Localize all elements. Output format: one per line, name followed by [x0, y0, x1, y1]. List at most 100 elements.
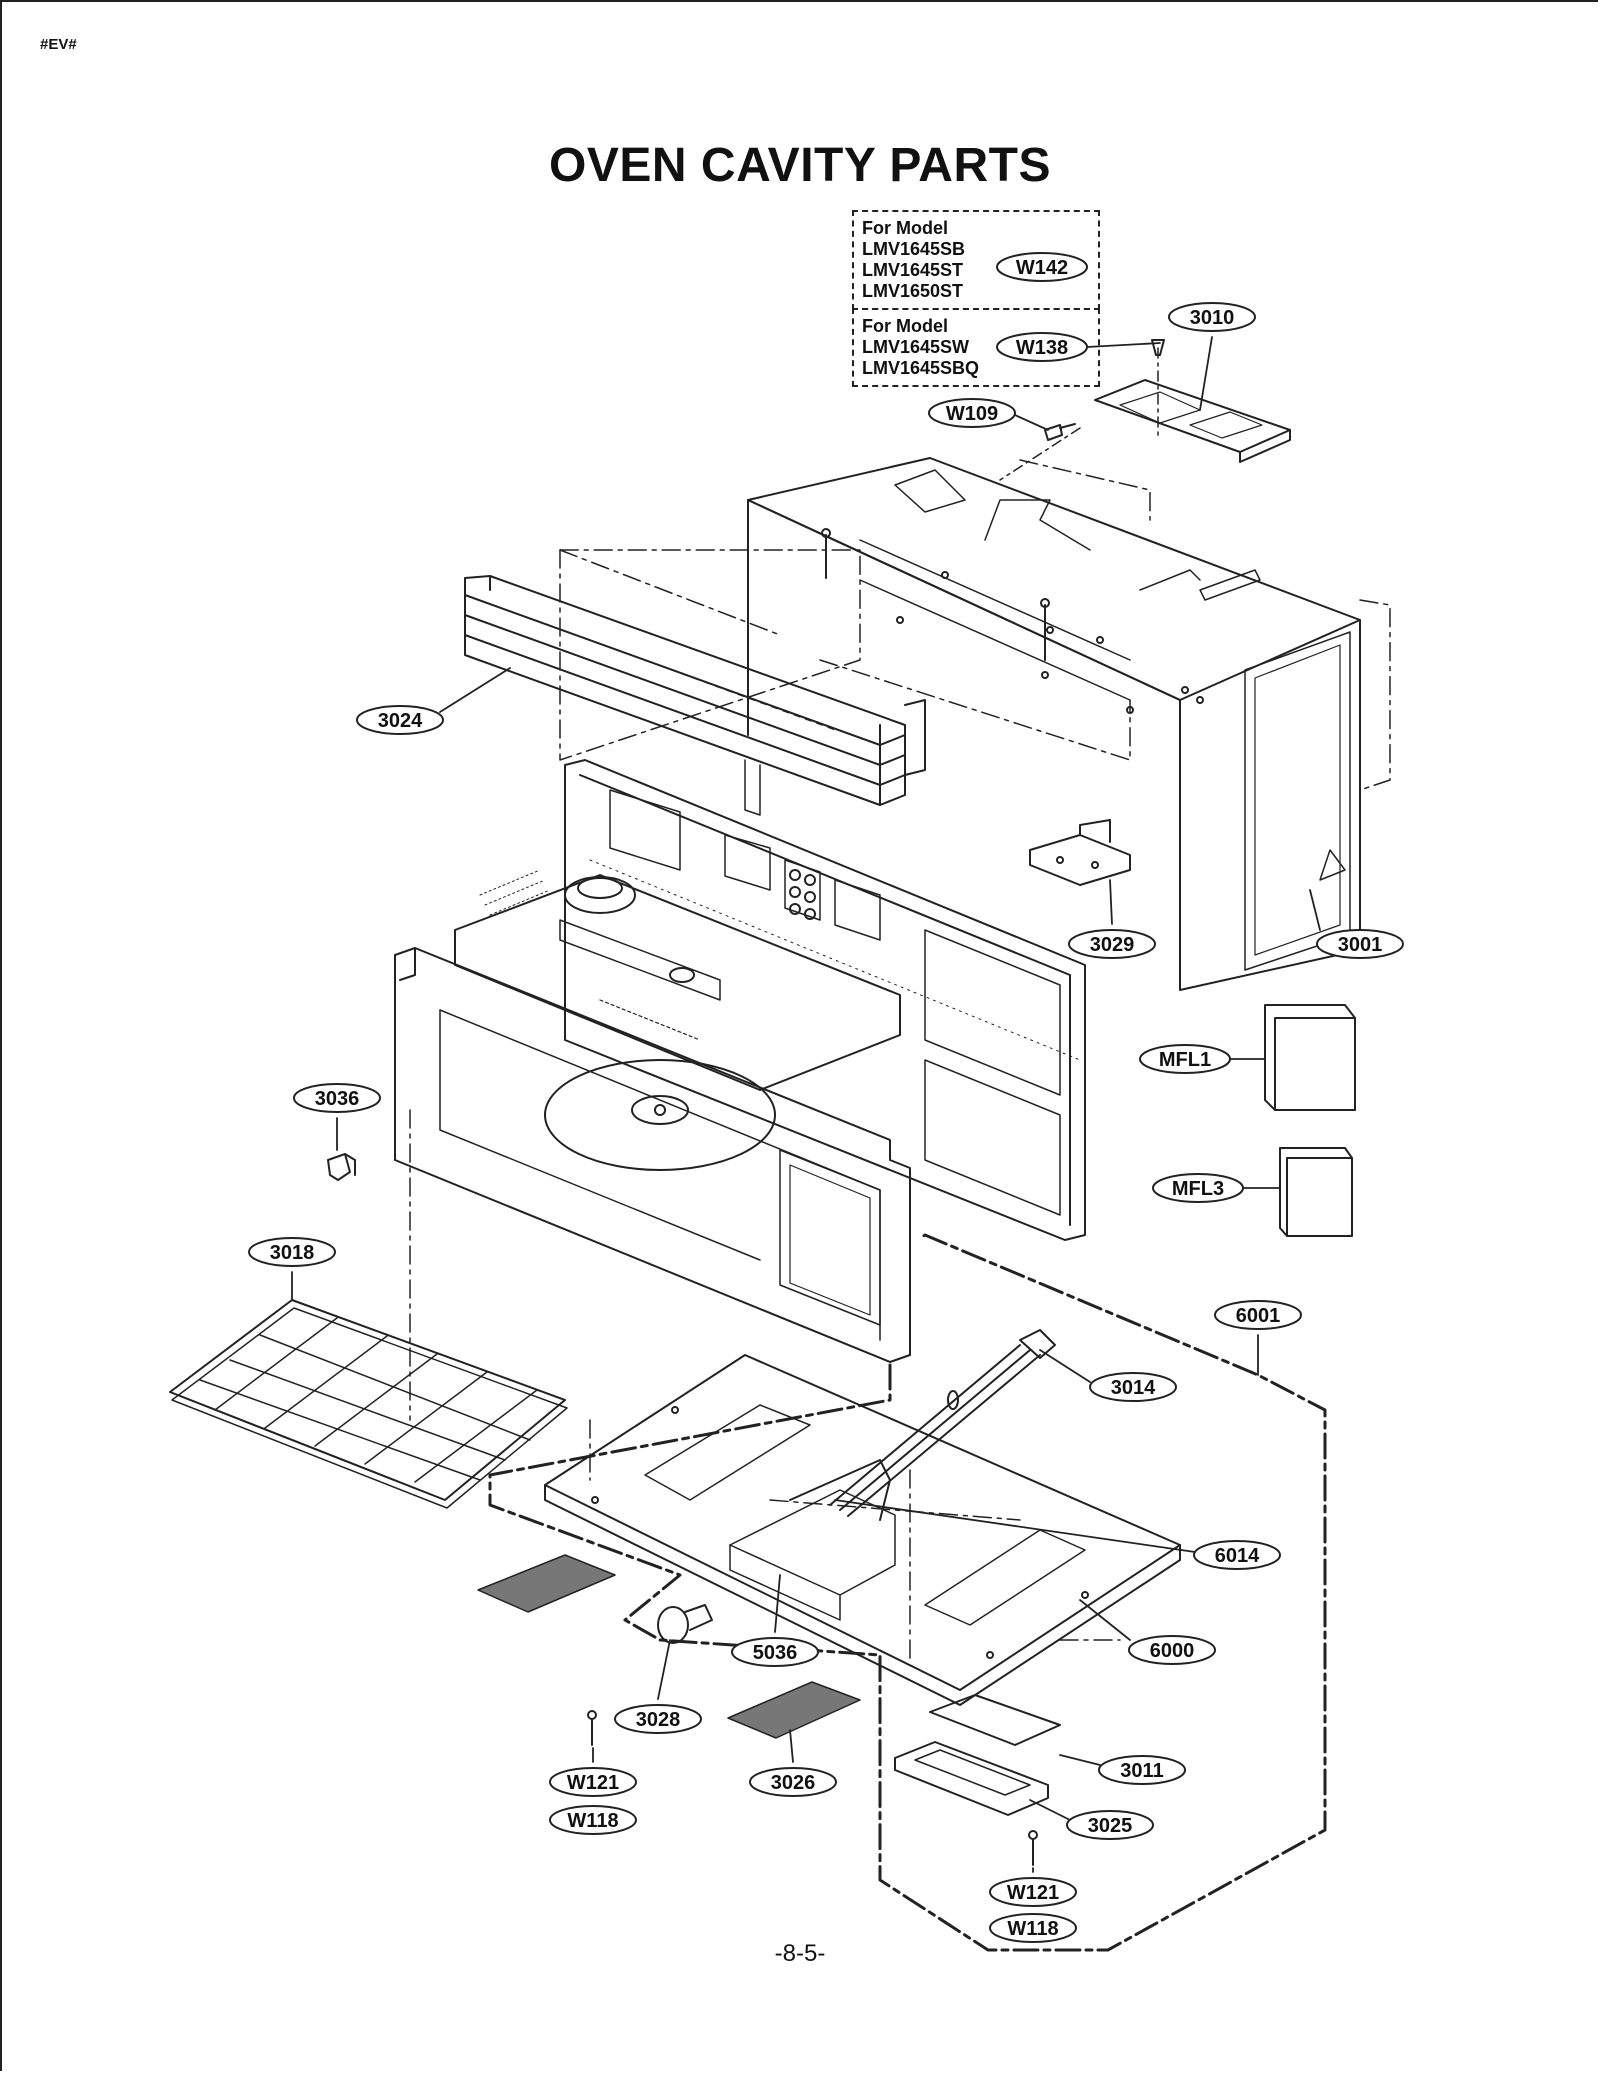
model-part-w138: W138: [996, 332, 1161, 362]
mounting-screws: [587, 1710, 1038, 1866]
callout-label: 3026: [771, 1772, 816, 1794]
leader-line: [1079, 1599, 1131, 1641]
case-screws: [821, 528, 1050, 661]
model-part-w142: W142: [996, 252, 1088, 282]
leader-line: [1029, 1799, 1071, 1821]
callout-3018: 3018: [248, 1237, 336, 1301]
callout-label: 3010: [1190, 307, 1235, 329]
callout-label: 3001: [1338, 934, 1383, 956]
callout-3036: 3036: [293, 1083, 381, 1151]
model-heading: For Model: [862, 218, 948, 238]
callout-ellipse: [1066, 1810, 1154, 1840]
callout-ellipse: [1098, 1755, 1186, 1785]
callout-label: 3024: [378, 710, 423, 732]
callout-label: W121: [567, 1772, 619, 1794]
model-name: LMV1645ST: [862, 260, 964, 280]
callout-3011: 3011: [1059, 1754, 1186, 1785]
vent-grille-part: [464, 575, 926, 816]
assembly-guide-lines: [409, 459, 1391, 1661]
callout-6014: 6014: [834, 1499, 1281, 1570]
model-heading: For Model: [862, 316, 948, 336]
leader-line: [1109, 879, 1113, 925]
callout-w118-left: W118: [549, 1805, 637, 1835]
grease-filter-part: [477, 1554, 861, 1739]
cavity-back-plate: [564, 759, 1086, 1241]
callout-label: 5036: [753, 1642, 798, 1664]
model-name: LMV1645SB: [862, 239, 966, 259]
callout-ellipse: [1193, 1540, 1281, 1570]
callout-3024: 3024: [356, 667, 511, 735]
callout-3001: 3001: [1309, 889, 1404, 959]
front-frame: [394, 947, 911, 1363]
callout-6000: 6000: [1079, 1599, 1216, 1665]
callout-3026: 3026: [749, 1729, 837, 1797]
callout-w121-right: W121: [989, 1867, 1077, 1907]
model-name: LMV1645SBQ: [862, 358, 980, 378]
callout-label: 3025: [1088, 1815, 1133, 1837]
callout-ellipse: [989, 1877, 1077, 1907]
outer-case-part: [747, 457, 1361, 991]
callout-label: W138: [1016, 337, 1068, 359]
callout-label: 3014: [1111, 1377, 1156, 1399]
leader-line: [1309, 889, 1321, 931]
small-bracket-part: [1029, 819, 1131, 886]
manual-booklets: [1264, 1004, 1356, 1237]
assembly-boundary-6001: [488, 1233, 1327, 1952]
callout-ellipse: [549, 1805, 637, 1835]
callout-label: 6001: [1236, 1305, 1281, 1327]
lamp-cover-part: [894, 1694, 1061, 1816]
top-bracket-part: [999, 339, 1291, 481]
callout-ellipse: [614, 1704, 702, 1734]
callout-w121-left: W121: [549, 1747, 637, 1797]
callout-ellipse: [293, 1083, 381, 1113]
base-plate-part: [544, 1354, 1181, 1706]
document-code: #EV#: [40, 36, 77, 53]
leader-line: [1199, 336, 1213, 411]
callout-ellipse: [1214, 1300, 1302, 1330]
model-box-w138: For Model LMV1645SW LMV1645SBQ: [852, 308, 1100, 387]
leader-line: [439, 667, 511, 713]
callout-ellipse: [1316, 929, 1404, 959]
callout-6001: 6001: [1214, 1300, 1302, 1376]
callout-ellipse: [356, 705, 444, 735]
callout-ellipse: [1128, 1635, 1216, 1665]
screw-w109: [1044, 423, 1076, 441]
callout-ellipse: [549, 1767, 637, 1797]
callout-ellipse: [1068, 929, 1156, 959]
page-number: -8-5-: [774, 1940, 826, 1967]
callout-3028: 3028: [614, 1639, 702, 1734]
oven-rack-part: [169, 1299, 568, 1509]
model-name: LMV1650ST: [862, 281, 964, 301]
leader-line: [834, 1499, 1196, 1553]
callout-label: 6014: [1215, 1545, 1260, 1567]
callout-w118-right: W118: [989, 1913, 1077, 1943]
callout-label: 3018: [270, 1242, 315, 1264]
lamp-bulb-part: [657, 1604, 713, 1644]
callout-mfl1: MFL1: [1139, 1044, 1266, 1074]
callout-ellipse: [996, 252, 1088, 282]
waveguide-duct: [454, 869, 901, 1091]
callout-ellipse: [731, 1637, 819, 1667]
callout-label: 6000: [1150, 1640, 1195, 1662]
page-title: OVEN CAVITY PARTS: [549, 139, 1051, 192]
callout-ellipse: [928, 398, 1016, 428]
callout-ellipse: [1139, 1044, 1231, 1074]
callout-ellipse: [749, 1767, 837, 1797]
callout-mfl3: MFL3: [1152, 1173, 1281, 1203]
callout-3029: 3029: [1068, 879, 1156, 959]
callout-3014: 3014: [1039, 1349, 1177, 1402]
callout-ellipse: [248, 1237, 336, 1267]
callout-label: MFL1: [1159, 1049, 1211, 1071]
leader-line: [1039, 1349, 1091, 1383]
callout-ellipse: [989, 1913, 1077, 1943]
leader-line: [789, 1729, 794, 1763]
callout-label: 3028: [636, 1709, 681, 1731]
callout-ellipse: [1168, 302, 1256, 332]
leader-line: [1014, 414, 1049, 431]
callout-label: 3029: [1090, 934, 1135, 956]
leader-line: [1059, 1754, 1101, 1766]
callout-label: W118: [567, 1810, 618, 1832]
callout-label: W118: [1007, 1918, 1058, 1940]
